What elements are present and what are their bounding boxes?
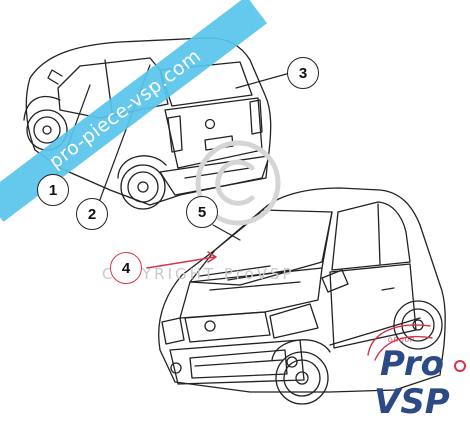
callout-label: 4 (121, 259, 131, 277)
copyright-watermark: COPYRIGHT ProVSP (102, 265, 295, 283)
provsp-logo: GROUP Pro VSP (360, 330, 466, 430)
copyright-watermark-symbol (195, 140, 281, 226)
callout-label: 1 (48, 181, 58, 199)
callout-3: 3 (287, 57, 319, 89)
callout-label: 5 (197, 203, 207, 221)
red-callout-arrow (146, 251, 217, 269)
callout-4: 4 (110, 252, 142, 284)
logo-pro-text: Pro (380, 344, 444, 384)
logo-vsp-text: VSP (374, 382, 450, 422)
callout-label: 2 (87, 205, 97, 223)
logo-group-text: GROUP (388, 338, 416, 344)
callout-2: 2 (76, 198, 108, 230)
callout-1: 1 (37, 174, 69, 206)
callout-label: 3 (298, 64, 308, 82)
logo-dot-icon (454, 360, 466, 372)
front-car-drawing (158, 187, 446, 405)
callout-5: 5 (186, 196, 218, 228)
logo-swirl (367, 324, 433, 361)
